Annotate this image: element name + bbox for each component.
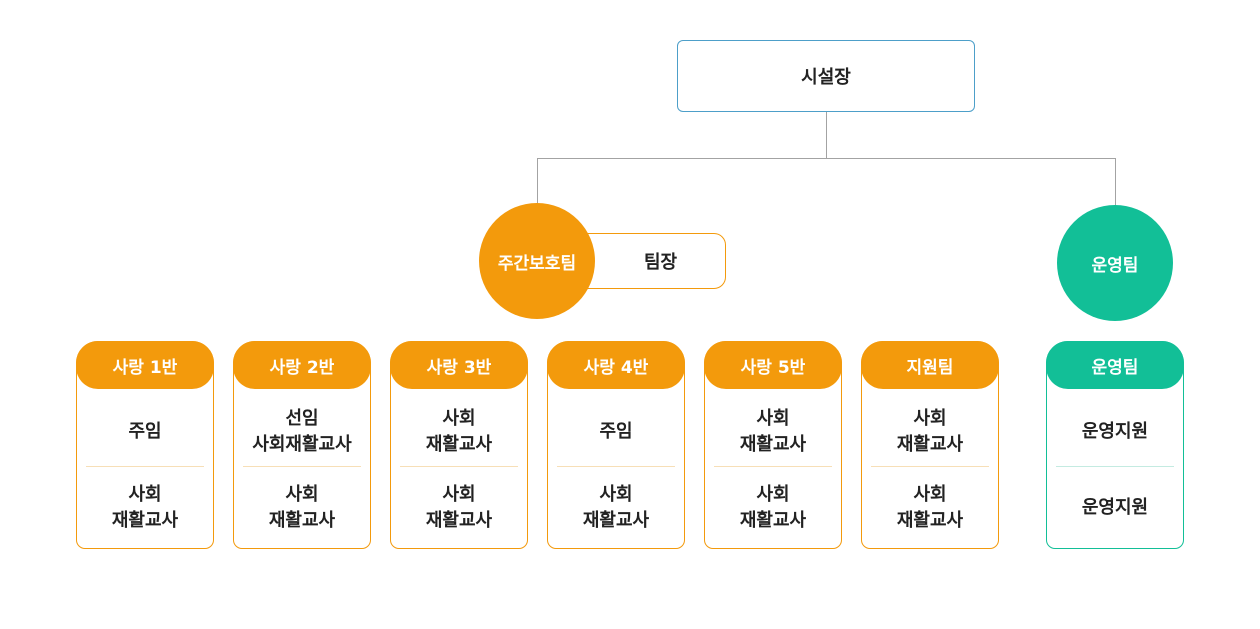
unit-role-top: 선임 사회재활교사: [234, 394, 370, 470]
unit-role-bottom: 사회 재활교사: [862, 467, 998, 549]
day-care-team-circle: 주간보호팀: [479, 203, 595, 319]
role-text: 사회: [599, 484, 633, 505]
unit-card-sarang-5: 사랑 5반 사회 재활교사 사회 재활교사: [704, 341, 842, 549]
unit-header: 사랑 3반: [390, 341, 528, 389]
unit-role-top: 운영지원: [1047, 394, 1183, 470]
divider: [86, 466, 204, 467]
role-text: 사회: [913, 408, 947, 429]
unit-header: 사랑 4반: [547, 341, 685, 389]
unit-header: 지원팀: [861, 341, 999, 389]
unit-card-sarang-3: 사랑 3반 사회 재활교사 사회 재활교사: [390, 341, 528, 549]
unit-card-sarang-2: 사랑 2반 선임 사회재활교사 사회 재활교사: [233, 341, 371, 549]
unit-role-bottom: 사회 재활교사: [234, 467, 370, 549]
divider: [400, 466, 518, 467]
unit-card-sarang-1: 사랑 1반 주임 사회 재활교사: [76, 341, 214, 549]
connector-line: [826, 112, 827, 159]
operations-team-circle: 운영팀: [1057, 205, 1173, 321]
unit-role-bottom: 사회 재활교사: [705, 467, 841, 549]
connector-line: [537, 158, 1116, 159]
divider: [243, 466, 361, 467]
unit-card-sarang-4: 사랑 4반 주임 사회 재활교사: [547, 341, 685, 549]
day-care-team-label: 주간보호팀: [497, 253, 577, 274]
unit-role-top: 사회 재활교사: [705, 394, 841, 470]
connector-line: [537, 158, 538, 204]
unit-card-support-team: 지원팀 사회 재활교사 사회 재활교사: [861, 341, 999, 549]
unit-card-operations-team: 운영팀 운영지원 운영지원: [1046, 341, 1184, 549]
unit-header: 사랑 5반: [704, 341, 842, 389]
role-text: 사회: [285, 484, 319, 505]
divider: [557, 466, 675, 467]
unit-header: 운영팀: [1046, 341, 1184, 389]
role-text: 사회재활교사: [252, 434, 352, 455]
unit-role-top: 사회 재활교사: [391, 394, 527, 470]
operations-team-label: 운영팀: [1091, 255, 1139, 276]
team-leader-label: 팀장: [643, 252, 678, 273]
role-text: 재활교사: [111, 510, 179, 531]
role-text: 사회: [913, 484, 947, 505]
role-text: 사회: [128, 484, 162, 505]
role-text: 사회: [756, 484, 790, 505]
unit-role-bottom: 사회 재활교사: [77, 467, 213, 549]
unit-role-top: 주임: [77, 394, 213, 470]
divider: [714, 466, 832, 467]
director-box: 시설장: [677, 40, 975, 112]
role-text: 재활교사: [896, 510, 964, 531]
unit-role-top: 사회 재활교사: [862, 394, 998, 470]
role-text: 재활교사: [582, 510, 650, 531]
role-text: 재활교사: [268, 510, 336, 531]
role-text: 재활교사: [425, 510, 493, 531]
divider: [871, 466, 989, 467]
director-label: 시설장: [801, 67, 851, 88]
role-text: 재활교사: [425, 434, 493, 455]
divider: [1056, 466, 1174, 467]
role-text: 사회: [442, 484, 476, 505]
role-text: 운영지원: [1081, 497, 1149, 518]
unit-role-top: 주임: [548, 394, 684, 470]
role-text: 주임: [128, 421, 162, 442]
role-text: 운영지원: [1081, 421, 1149, 442]
unit-role-bottom: 사회 재활교사: [548, 467, 684, 549]
role-text: 재활교사: [896, 434, 964, 455]
role-text: 주임: [599, 421, 633, 442]
role-text: 재활교사: [739, 434, 807, 455]
unit-role-bottom: 사회 재활교사: [391, 467, 527, 549]
role-text: 선임: [285, 408, 319, 429]
role-text: 재활교사: [739, 510, 807, 531]
unit-header: 사랑 1반: [76, 341, 214, 389]
role-text: 사회: [442, 408, 476, 429]
unit-header: 사랑 2반: [233, 341, 371, 389]
role-text: 사회: [756, 408, 790, 429]
unit-role-bottom: 운영지원: [1047, 467, 1183, 549]
connector-line: [1115, 158, 1116, 206]
